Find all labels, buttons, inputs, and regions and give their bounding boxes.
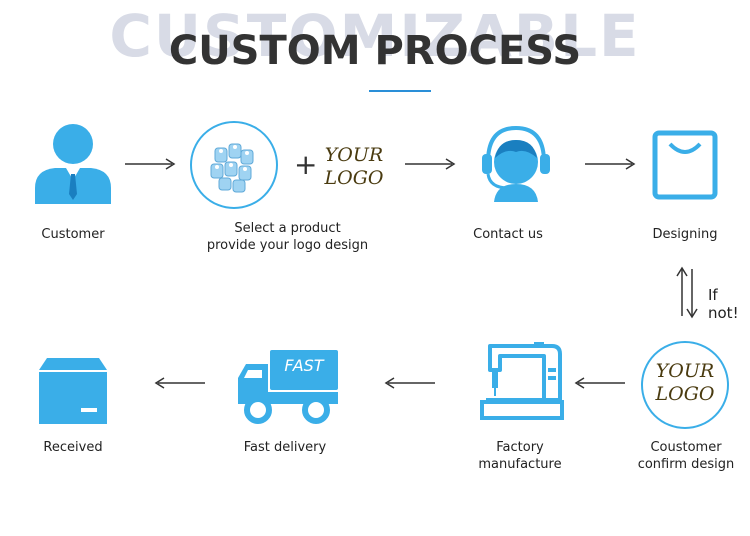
logo-line2: LOGO bbox=[655, 383, 715, 405]
title-underline bbox=[369, 90, 431, 92]
confirm-logo-text: YOUR LOGO bbox=[646, 360, 724, 406]
arrow-right-icon bbox=[125, 158, 176, 170]
arrow-left-icon bbox=[574, 377, 625, 389]
step-label-fast-delivery: Fast delivery bbox=[243, 440, 327, 455]
sewing-machine-icon bbox=[480, 342, 564, 420]
headset-support-icon bbox=[482, 125, 550, 202]
plus-sign: + bbox=[294, 148, 318, 181]
product-rolls-icon bbox=[190, 121, 278, 209]
box-icon bbox=[39, 358, 107, 424]
logo-line1: YOUR bbox=[324, 144, 384, 166]
step-label-customer: Customer bbox=[41, 227, 105, 242]
truck-label: FAST bbox=[284, 356, 324, 375]
step-label-customer-confirm: Coustomer confirm design bbox=[637, 440, 735, 472]
background-watermark-word: CUSTOMIZABLE bbox=[109, 2, 641, 70]
step-label-contact-us: Contact us bbox=[473, 227, 543, 242]
shopping-bag-icon bbox=[652, 130, 718, 200]
up-down-arrows-icon bbox=[676, 266, 698, 319]
arrow-left-icon bbox=[384, 377, 435, 389]
page-title: CUSTOM PROCESS bbox=[168, 28, 582, 74]
step-label-factory: Factory manufacture bbox=[478, 440, 562, 472]
feedback-label: If not! bbox=[708, 286, 739, 322]
logo-line1: YOUR bbox=[655, 360, 715, 382]
step-label-received: Received bbox=[43, 440, 103, 455]
arrow-right-icon bbox=[405, 158, 456, 170]
customer-icon bbox=[35, 124, 111, 204]
arrow-right-icon bbox=[585, 158, 636, 170]
delivery-truck-icon bbox=[238, 350, 338, 424]
logo-badge-circle-icon bbox=[641, 341, 729, 429]
arrow-left-icon bbox=[154, 377, 205, 389]
step-label-designing: Designing bbox=[652, 227, 718, 242]
step-label-select-product: Select a product provide your logo desig… bbox=[206, 221, 369, 253]
logo-line2: LOGO bbox=[324, 167, 384, 189]
your-logo-text: YOUR LOGO bbox=[318, 144, 390, 190]
